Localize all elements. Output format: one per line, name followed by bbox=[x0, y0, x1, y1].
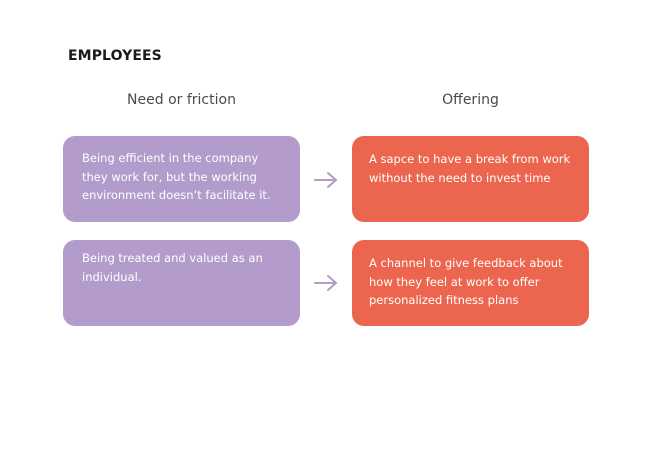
arrow-right-icon bbox=[314, 172, 337, 188]
arrow-right-icon bbox=[314, 275, 337, 291]
need-card-1: Being efficient in the company they work… bbox=[63, 136, 300, 222]
offering-card-1: A sapce to have a break from work withou… bbox=[352, 136, 589, 222]
need-card-2: Being treated and valued as an individua… bbox=[63, 240, 300, 326]
section-title: EMPLOYEES bbox=[68, 48, 162, 64]
offering-card-2: A channel to give feedback about how the… bbox=[352, 240, 589, 326]
column-header-offering: Offering bbox=[442, 92, 499, 108]
column-header-need: Need or friction bbox=[127, 92, 236, 108]
